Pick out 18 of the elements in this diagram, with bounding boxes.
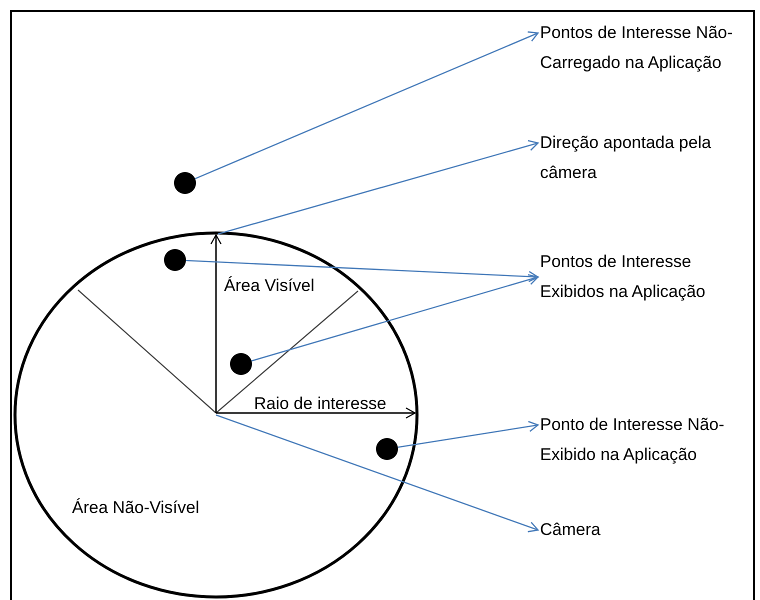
leader-line bbox=[218, 140, 539, 235]
point-dot bbox=[164, 249, 186, 271]
area-label: Área Visível bbox=[224, 276, 314, 296]
leader-line bbox=[186, 260, 539, 282]
callout-text: Direção apontada pela câmera bbox=[540, 128, 755, 188]
callout-text: Pontos de Interesse Exibidos na Aplicação bbox=[540, 247, 755, 307]
point-dot bbox=[376, 438, 398, 460]
leader-line bbox=[216, 414, 539, 532]
leader-line bbox=[398, 420, 539, 448]
leader-line bbox=[194, 31, 539, 180]
point-dot bbox=[174, 172, 196, 194]
area-label: Raio de interesse bbox=[254, 394, 386, 414]
leader-line bbox=[251, 274, 539, 362]
callout-text: Câmera bbox=[540, 515, 755, 545]
point-dot bbox=[230, 353, 252, 375]
callout-text: Pontos de Interesse Não-Carregado na Aplicação bbox=[540, 18, 755, 78]
area-label: Área Não-Visível bbox=[72, 498, 200, 518]
callout-text: Ponto de Interesse Não-Exibido na Aplicação bbox=[540, 410, 755, 470]
